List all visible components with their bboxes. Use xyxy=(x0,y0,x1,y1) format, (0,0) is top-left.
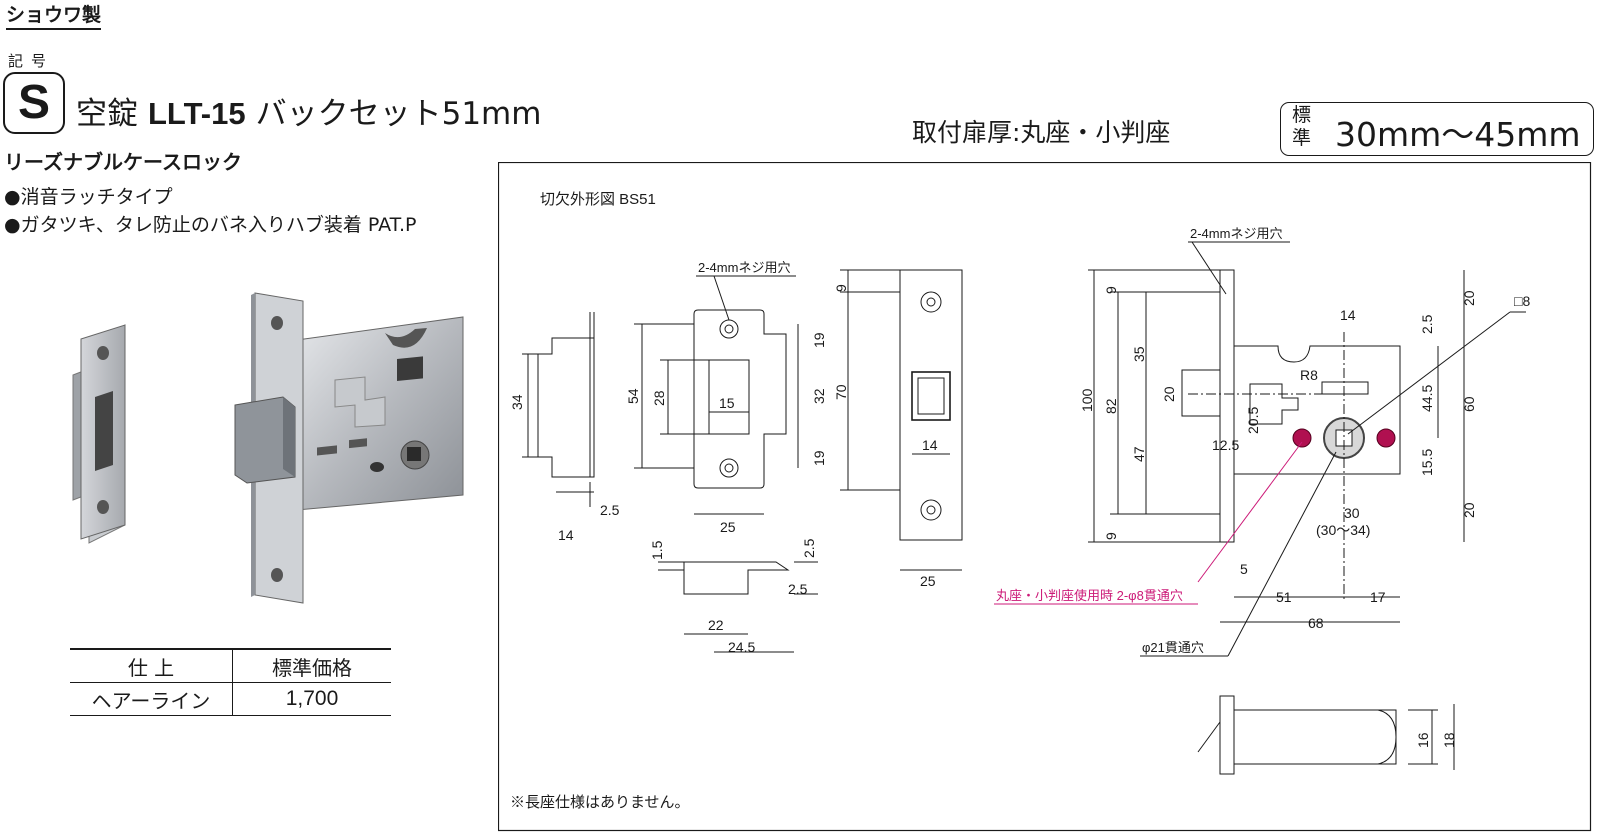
dim-faceplate-14: 14 xyxy=(922,437,938,453)
maker-label: ショウワ製 xyxy=(6,4,102,30)
bottom-view xyxy=(1197,695,1455,775)
lock-body-image xyxy=(281,316,464,511)
price-table: 仕 上 標準価格 ヘアーライン 1,700 xyxy=(70,648,391,716)
square-label: □8 xyxy=(1514,293,1530,309)
dim-strike-side-1-5: 1.5 xyxy=(649,540,665,560)
feature-2: ●ガタツキ、タレ防止のバネ入りハブ装着 PAT.P xyxy=(4,214,417,236)
dim-body-20-top: 20 xyxy=(1461,290,1477,306)
dim-strike-side-2-5a: 2.5 xyxy=(801,538,817,558)
dim-body-82: 82 xyxy=(1103,398,1119,414)
dim-strike-25: 25 xyxy=(720,519,736,535)
dim-body-17: 17 xyxy=(1370,589,1386,605)
dim-body-60: 60 xyxy=(1461,396,1477,412)
drawing-note: ※長座仕様はありません。 xyxy=(510,794,690,811)
drawing-frame xyxy=(498,162,1592,832)
dim-faceplate-25: 25 xyxy=(920,573,936,589)
table-row: ヘアーライン 1,700 xyxy=(70,682,391,716)
dim-strike-54: 54 xyxy=(625,388,641,404)
dim-body-68: 68 xyxy=(1308,615,1324,631)
dim-body-9-bottom: 9 xyxy=(1103,532,1119,540)
strike-screw-label: 2-4mmネジ用穴 xyxy=(698,260,790,275)
dim-strike-19a: 19 xyxy=(811,332,827,348)
radius-label: R8 xyxy=(1300,367,1318,383)
title-prefix: 空錠 xyxy=(76,96,138,132)
price-table-header: 仕 上 標準価格 xyxy=(70,648,391,683)
symbol-label: 記号 xyxy=(8,52,55,70)
dim-body-20-5: 20.5 xyxy=(1245,407,1261,434)
dim-strike-32: 32 xyxy=(811,388,827,404)
symbol-badge: S xyxy=(3,72,65,134)
dim-body-51: 51 xyxy=(1276,589,1292,605)
dim-body-44-5: 44.5 xyxy=(1419,385,1435,412)
dim-body-100: 100 xyxy=(1079,388,1095,412)
dim-body-12-5: 12.5 xyxy=(1212,437,1239,453)
dim-side-34: 34 xyxy=(509,394,525,410)
strike-side-view xyxy=(658,561,818,653)
cutout-drawing: 切欠外形図 BS51 34 14 2.5 2-4mmネジ用穴 54 28 15 … xyxy=(498,162,1592,832)
price-header: 標準価格 xyxy=(232,648,391,683)
model-code: LLT-15 xyxy=(148,96,246,131)
dim-strike-28: 28 xyxy=(651,390,667,406)
dim-bottom-16: 16 xyxy=(1415,732,1431,748)
dim-faceplate-9: 9 xyxy=(833,284,849,292)
strike-plate-image xyxy=(72,324,126,544)
title-suffix: バックセット51mm xyxy=(255,96,542,132)
dim-body-20-bottom: 20 xyxy=(1461,502,1477,518)
finish-header: 仕 上 xyxy=(70,648,233,683)
finish-cell: ヘアーライン xyxy=(70,682,233,716)
dim-body-35: 35 xyxy=(1131,346,1147,362)
lock-body-view xyxy=(1088,269,1465,623)
feature-1: ●消音ラッチタイプ xyxy=(4,186,173,208)
faceplate-view xyxy=(840,269,963,571)
dim-body-15-5: 15.5 xyxy=(1419,449,1435,476)
side-cutout-view xyxy=(522,312,595,507)
dim-strike-side-24-5: 24.5 xyxy=(728,639,755,655)
dim-body-9-top: 9 xyxy=(1103,286,1119,294)
door-thickness-label: 取付扉厚:丸座・小判座 xyxy=(912,118,1171,147)
dim-body-20: 20 xyxy=(1161,386,1177,402)
dim-body-14: 14 xyxy=(1340,307,1356,323)
price-cell: 1,700 xyxy=(232,682,391,716)
dim-body-30: 30 xyxy=(1344,505,1360,521)
body-screw-label: 2-4mmネジ用穴 xyxy=(1190,226,1282,241)
lock-faceplate-image xyxy=(234,292,304,604)
dim-side-2-5: 2.5 xyxy=(600,502,620,518)
product-title: 空錠 LLT-15 バックセット51mm xyxy=(76,96,541,132)
strike-plate-view xyxy=(634,309,799,515)
dim-strike-side-2-5b: 2.5 xyxy=(788,581,808,597)
dim-body-30-34: (30〜34) xyxy=(1316,522,1370,538)
through-hole-label: φ21貫通穴 xyxy=(1142,640,1204,655)
dim-side-14: 14 xyxy=(558,527,574,543)
dim-body-2-5: 2.5 xyxy=(1419,314,1435,334)
dim-body-47: 47 xyxy=(1131,446,1147,462)
standard-range: 30mm〜45mm xyxy=(1335,115,1581,154)
product-subtitle: リーズナブルケースロック xyxy=(4,150,242,174)
standard-label: 標準 xyxy=(1292,104,1312,149)
dim-strike-15: 15 xyxy=(719,395,735,411)
dim-body-5: 5 xyxy=(1240,561,1248,577)
standard-box xyxy=(1280,102,1594,156)
product-photo xyxy=(72,292,464,604)
dim-strike-19b: 19 xyxy=(811,450,827,466)
dim-faceplate-70: 70 xyxy=(833,384,849,400)
dim-strike-side-22: 22 xyxy=(708,617,724,633)
dim-bottom-18: 18 xyxy=(1441,732,1457,748)
round-seat-label: 丸座・小判座使用時 2-φ8貫通穴 xyxy=(996,588,1183,603)
drawing-title: 切欠外形図 BS51 xyxy=(540,191,656,208)
